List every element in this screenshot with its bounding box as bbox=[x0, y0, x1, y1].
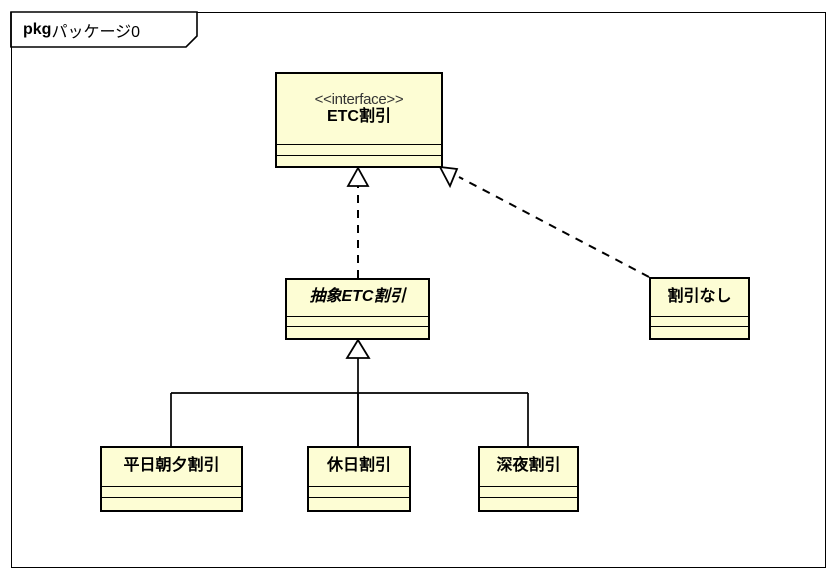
class-stereotype: <<interface>> bbox=[314, 90, 404, 108]
class-box-heijitsu-chouyuu-waribiki[interactable]: 平日朝夕割引 bbox=[100, 446, 243, 512]
operations-compartment bbox=[651, 326, 748, 338]
class-box-chusho-etc-waribiki[interactable]: 抽象ETC割引 bbox=[285, 278, 430, 340]
attributes-compartment bbox=[651, 316, 748, 326]
class-box-etc-waribiki[interactable]: <<interface>> ETC割引 bbox=[275, 72, 443, 168]
class-name-block: 休日割引 bbox=[309, 448, 409, 486]
class-name-block: 深夜割引 bbox=[480, 448, 577, 486]
attributes-compartment bbox=[309, 486, 409, 497]
operations-compartment bbox=[480, 497, 577, 510]
class-box-waribiki-nashi[interactable]: 割引なし bbox=[649, 277, 750, 340]
package-keyword: pkg bbox=[23, 20, 52, 38]
package-label: pkg パッケージ0 bbox=[11, 12, 197, 47]
operations-compartment bbox=[277, 155, 441, 170]
class-name-block: 抽象ETC割引 bbox=[287, 280, 428, 316]
class-title: 休日割引 bbox=[326, 457, 391, 475]
attributes-compartment bbox=[480, 486, 577, 497]
package-name: パッケージ0 bbox=[51, 23, 141, 41]
class-box-shinya-waribiki[interactable]: 深夜割引 bbox=[478, 446, 579, 512]
class-title: 平日朝夕割引 bbox=[123, 457, 220, 475]
attributes-compartment bbox=[277, 144, 441, 155]
class-title: 深夜割引 bbox=[496, 457, 561, 475]
class-box-kyuujitsu-waribiki[interactable]: 休日割引 bbox=[307, 446, 411, 512]
class-title: ETC割引 bbox=[326, 107, 391, 125]
package-frame bbox=[11, 12, 826, 568]
class-title: 抽象ETC割引 bbox=[309, 288, 406, 306]
class-name-block: <<interface>> ETC割引 bbox=[277, 74, 441, 144]
operations-compartment bbox=[309, 497, 409, 510]
attributes-compartment bbox=[102, 486, 241, 497]
operations-compartment bbox=[102, 497, 241, 510]
class-name-block: 平日朝夕割引 bbox=[102, 448, 241, 486]
attributes-compartment bbox=[287, 316, 428, 326]
class-name-block: 割引なし bbox=[651, 279, 748, 316]
operations-compartment bbox=[287, 326, 428, 338]
class-title: 割引なし bbox=[667, 287, 732, 305]
